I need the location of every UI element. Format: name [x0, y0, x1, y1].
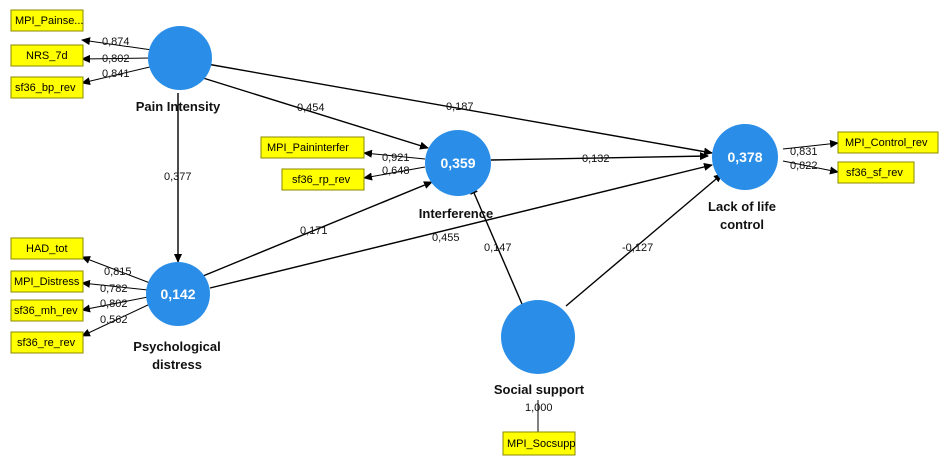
svg-text:MPI_Socsupp: MPI_Socsupp: [507, 438, 575, 450]
indicator-control-rev: MPI_Control_rev: [837, 131, 939, 154]
construct-label-line2: distress: [152, 357, 202, 372]
coef-psych-interference: 0,171: [300, 225, 328, 237]
path-psych-to-interference: [202, 181, 433, 277]
loading-sf36re: 0,562: [100, 314, 128, 326]
svg-text:sf36_sf_rev: sf36_sf_rev: [846, 167, 903, 179]
indicator-sf36rp: sf36_rp_rev: [281, 168, 365, 191]
construct-label: Pain Intensity: [136, 99, 221, 114]
coef-interference-lack: 0,132: [582, 153, 610, 165]
arrow-lack-control-rev: [782, 139, 839, 150]
arrow-pain-sf36bp: [81, 65, 155, 86]
svg-text:HAD_tot: HAD_tot: [26, 243, 68, 255]
arrow-pain-nrs7d: [81, 54, 151, 63]
svg-text:sf36_rp_rev: sf36_rp_rev: [292, 174, 351, 186]
construct-circle: [712, 124, 778, 190]
svg-text:MPI_Control_rev: MPI_Control_rev: [845, 137, 928, 149]
loading-sf36bp: 0,841: [102, 68, 130, 80]
path-pain-to-lack: [206, 63, 713, 156]
indicator-nrs7d: NRS_7d: [10, 44, 84, 67]
coef-social-interference: 0,147: [484, 242, 512, 254]
construct-psych-distress: 0,142 Psychological distress: [133, 262, 221, 372]
loading-control-rev: 0,831: [790, 146, 818, 158]
indicator-sf36bp: sf36_bp_rev: [10, 76, 84, 99]
path-social-to-interference: [470, 185, 523, 305]
construct-label-line2: control: [720, 217, 764, 232]
loading-hadtot: 0,815: [104, 266, 132, 278]
construct-lack-of-life-control: 0,378 Lack of life control: [708, 124, 778, 232]
coef-social-lack: -0,127: [622, 242, 653, 254]
coef-pain-lack: 0,187: [446, 101, 474, 113]
loading-sf36sf: 0,822: [790, 160, 818, 172]
indicator-sf36mh: sf36_mh_rev: [10, 299, 84, 322]
indicator-sf36sf: sf36_sf_rev: [837, 161, 915, 184]
svg-text:sf36_mh_rev: sf36_mh_rev: [14, 305, 78, 317]
indicator-sf36re: sf36_re_rev: [10, 331, 84, 354]
path-interference-to-lack: [490, 152, 709, 161]
loading-paininterfer: 0,921: [382, 152, 410, 164]
indicator-paininterfer: MPI_Paininterfer: [260, 136, 365, 159]
path-psych-to-lack: [209, 163, 713, 289]
loading-socsupp: 1,000: [525, 402, 553, 414]
arrow-lack-sf36sf: [782, 160, 839, 175]
arrow-psych-hadtot: [81, 256, 151, 284]
inner-model-arrows: [174, 63, 723, 307]
arrow-psych-distress: [81, 279, 149, 291]
loading-mpi-distress: 0,782: [100, 283, 128, 295]
construct-label-line1: Lack of life: [708, 199, 776, 214]
r2-value: 0,142: [160, 286, 195, 302]
svg-text:MPI_Painse...: MPI_Painse...: [15, 15, 83, 27]
arrow-psych-sf36re: [81, 303, 151, 337]
indicators: MPI_Painse... NRS_7d sf36_bp_rev MPI_Pai…: [10, 9, 939, 456]
path-coefficient-labels: 0,454 0,187 0,377 0,171 0,455 0,132 0,14…: [164, 101, 653, 254]
path-pain-to-interference: [202, 77, 429, 150]
loading-labels: 0,874 0,802 0,841 0,921 0,648 0,831 0,82…: [100, 36, 818, 414]
r2-value: 0,378: [727, 149, 762, 165]
construct-label-line1: Psychological: [133, 339, 220, 354]
construct-social-support: Social support: [494, 300, 585, 397]
construct-label: Social support: [494, 382, 585, 397]
arrow-pain-mpi-painse: [81, 37, 153, 51]
construct-circle: [501, 300, 575, 374]
outer-model-arrows: [81, 37, 839, 432]
arrow-interference-paininterfer: [363, 149, 426, 160]
svg-text:sf36_re_rev: sf36_re_rev: [17, 337, 76, 349]
construct-circle: [425, 130, 491, 196]
arrow-interference-sf36rp: [363, 166, 426, 181]
indicator-mpi-painse: MPI_Painse...: [10, 9, 84, 32]
path-social-to-lack: [565, 173, 723, 307]
coef-pain-interference: 0,454: [297, 102, 325, 114]
construct-pain-intensity: Pain Intensity: [136, 26, 221, 114]
constructs: Pain Intensity 0,142 Psychological distr…: [133, 26, 778, 397]
r2-value: 0,359: [440, 155, 475, 171]
construct-label: Interference: [419, 206, 493, 221]
coef-psych-lack: 0,455: [432, 232, 460, 244]
indicator-hadtot: HAD_tot: [10, 237, 84, 260]
indicator-socsupp: MPI_Socsupp: [502, 431, 576, 456]
loading-nrs7d: 0,802: [102, 53, 130, 65]
loading-mpi-painse: 0,874: [102, 36, 130, 48]
svg-text:NRS_7d: NRS_7d: [26, 50, 68, 62]
construct-circle: [146, 262, 210, 326]
arrow-psych-sf36mh: [81, 296, 149, 313]
construct-circle: [148, 26, 212, 90]
construct-interference: 0,359 Interference: [419, 130, 493, 221]
svg-text:MPI_Paininterfer: MPI_Paininterfer: [267, 142, 349, 154]
loading-sf36rp: 0,648: [382, 165, 410, 177]
svg-text:MPI_Distress: MPI_Distress: [14, 276, 80, 288]
loading-sf36mh: 0,802: [100, 298, 128, 310]
indicator-mpi-distress: MPI_Distress: [10, 270, 84, 293]
coef-pain-psych: 0,377: [164, 171, 192, 183]
svg-text:sf36_bp_rev: sf36_bp_rev: [15, 82, 76, 94]
